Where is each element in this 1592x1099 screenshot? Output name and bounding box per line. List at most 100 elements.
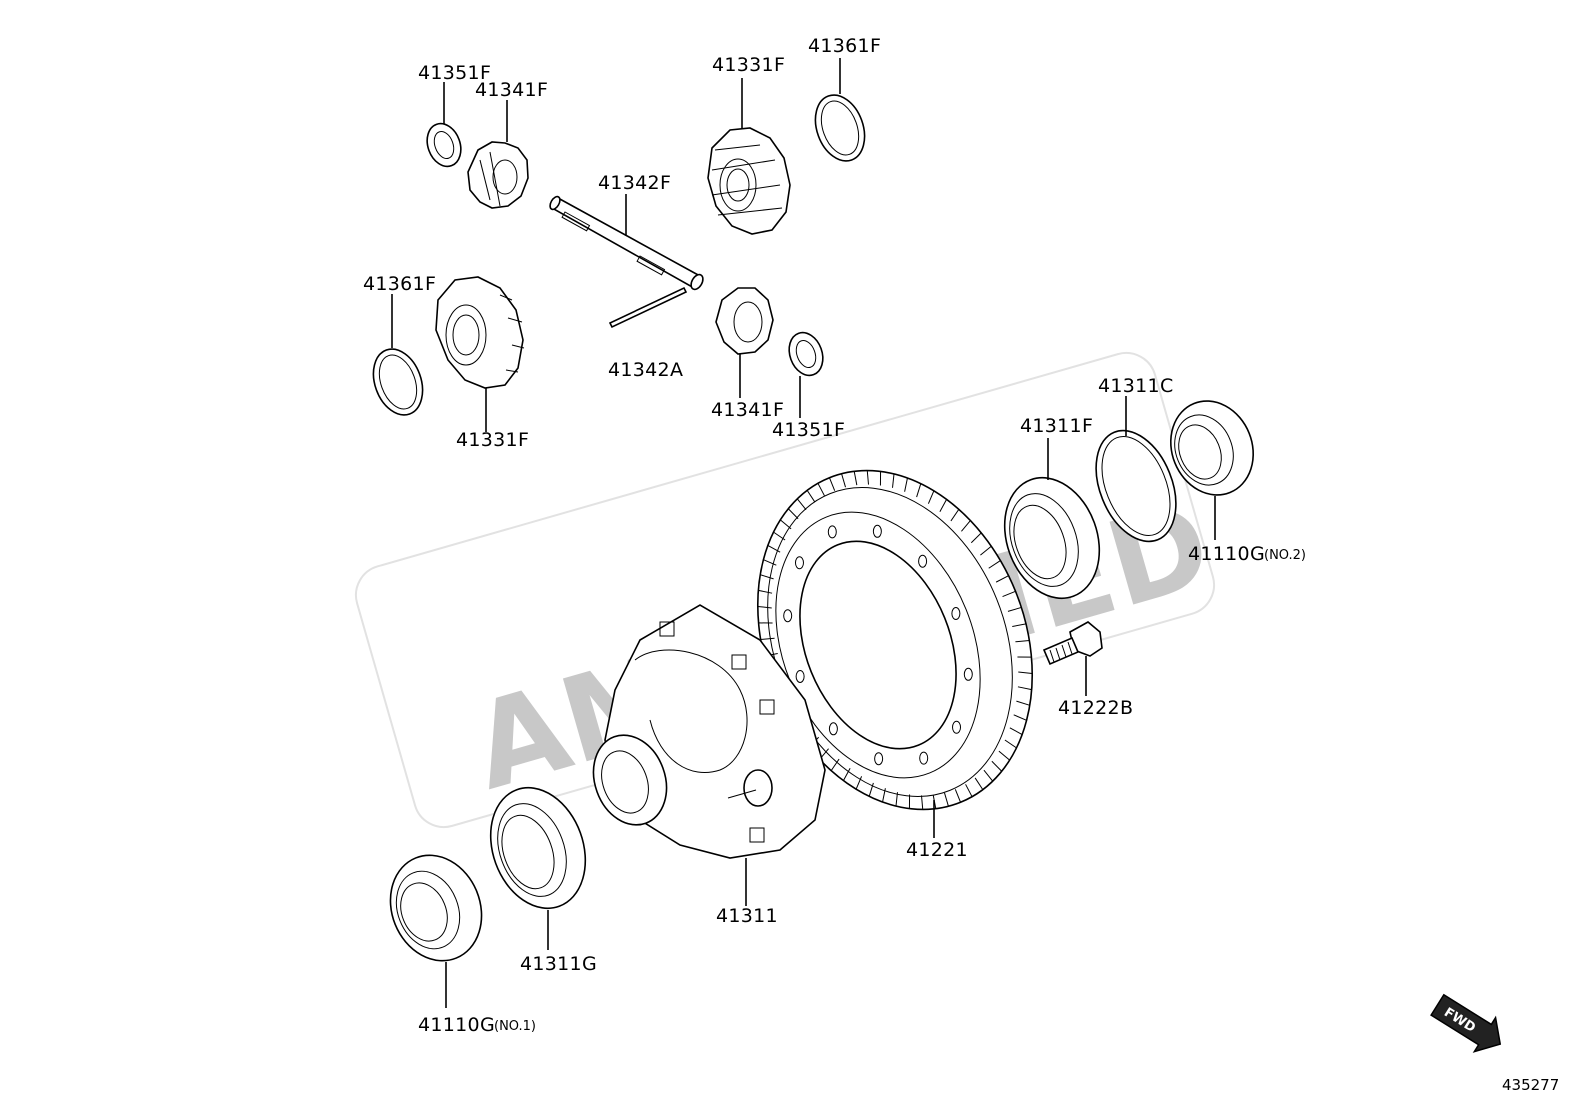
label-41110g-no1-suffix: (NO.1)	[494, 1019, 536, 1034]
ring-gear-tooth	[1018, 671, 1033, 675]
label-41110g-no2-suffix: (NO.2)	[1264, 548, 1306, 563]
ring-gear-tooth	[965, 784, 973, 797]
ring-gear-tooth	[767, 545, 781, 553]
ring-gear-tooth	[1013, 714, 1027, 721]
ring-gear-bolt-hole	[874, 752, 884, 766]
label-41351f-bottom[interactable]: 41351F	[772, 419, 845, 441]
ring-gear-tooth	[866, 470, 870, 485]
ring-gear-tooth	[961, 520, 971, 532]
ring-gear-tooth	[817, 483, 825, 496]
ring-gear-tooth	[998, 750, 1010, 761]
ring-gear-tooth	[988, 560, 1001, 569]
ring-gear-tooth	[758, 589, 773, 594]
pinion-gear-41341f-bottom[interactable]	[715, 287, 774, 355]
ring-gear-bolt-hole	[794, 556, 804, 570]
ring-gear-tooth	[892, 473, 895, 488]
ring-gear-tooth	[895, 792, 898, 807]
label-41351f-top[interactable]: 41351F	[418, 62, 491, 84]
ring-gear-tooth	[841, 473, 847, 488]
oil-seal-41110g-no1[interactable]	[375, 841, 497, 974]
label-41331f-left[interactable]: 41331F	[456, 429, 529, 451]
ring-gear-tooth	[806, 490, 816, 503]
ring-gear-tooth	[842, 768, 851, 781]
ring-gear-tooth	[1004, 739, 1017, 749]
tapered-bearing-41311g[interactable]	[475, 774, 602, 921]
pinion-gear-41341f-top[interactable]	[467, 141, 529, 209]
pin-41342a[interactable]	[608, 286, 688, 329]
ring-gear-tooth	[904, 477, 908, 492]
ring-gear-tooth	[920, 795, 924, 810]
ring-gear-tooth	[853, 471, 858, 486]
ring-gear-bolt-hole	[828, 722, 838, 736]
ring-gear-tooth	[916, 483, 922, 498]
ring-gear-tooth	[1012, 623, 1027, 627]
ring-gear-tooth	[760, 574, 774, 580]
ring-gear-tooth	[991, 760, 1003, 772]
ring-gear-tooth	[995, 575, 1009, 583]
shim-ring-41311c[interactable]	[1081, 419, 1191, 554]
label-41311c[interactable]: 41311C	[1098, 375, 1174, 397]
ring-gear-tooth	[974, 777, 984, 790]
ring-gear-tooth	[1002, 590, 1016, 598]
ring-gear-tooth	[855, 776, 863, 790]
label-41110g-no2[interactable]: 41110G	[1188, 543, 1265, 565]
oil-seal-41110g-no2[interactable]	[1157, 389, 1267, 508]
ring-gear-tooth	[927, 490, 935, 504]
label-41311g[interactable]: 41311G	[520, 953, 597, 975]
thrust-washer-41361f-left[interactable]	[365, 342, 431, 422]
side-gear-41331f-left[interactable]	[435, 276, 525, 389]
differential-case-41311[interactable]	[581, 604, 826, 859]
ring-gear-tooth	[773, 531, 786, 541]
washer-41351f-bottom[interactable]	[783, 328, 828, 380]
ring-gear-bolt-hole	[872, 524, 882, 538]
ring-gear-tooth	[780, 519, 792, 530]
ring-gear-bolt-hole	[952, 720, 962, 734]
ring-gear-41221[interactable]	[709, 429, 1081, 851]
ring-gear-tooth	[787, 508, 799, 520]
ring-gear-bolt-hole	[795, 669, 805, 683]
label-41341f-bottom[interactable]: 41341F	[711, 399, 784, 421]
label-41342a[interactable]: 41342A	[608, 359, 683, 381]
label-41311[interactable]: 41311	[716, 905, 778, 927]
thrust-washer-41361f-top[interactable]	[807, 88, 873, 168]
ring-gear-bolt-hole	[951, 607, 961, 621]
label-41311f[interactable]: 41311F	[1020, 415, 1093, 437]
ring-gear-tooth	[943, 792, 949, 807]
ring-gear-tooth	[882, 788, 886, 803]
tapered-bearing-41311f[interactable]	[989, 464, 1116, 611]
ring-gear-bolt-hole	[963, 667, 973, 681]
ring-gear-tooth	[757, 605, 772, 609]
ring-gear-bolt-holes	[783, 524, 973, 766]
ring-gear-bolt-hole	[783, 609, 793, 623]
label-41221[interactable]: 41221	[906, 839, 968, 861]
ring-gear-tooth	[1007, 606, 1022, 612]
ring-gear-tooth	[1017, 686, 1032, 691]
ring-gear-tooth	[796, 498, 807, 511]
ring-gear-bolt-hole	[918, 554, 928, 568]
ring-gear-tooth	[983, 769, 994, 782]
ring-gear-tooth	[868, 782, 874, 797]
ring-gear-tooth	[980, 545, 992, 556]
ring-gear-tooth	[950, 509, 960, 522]
ring-gear-tooth	[939, 499, 948, 512]
ring-gear-tooth	[1016, 700, 1030, 706]
ring-gear-tooth	[828, 477, 836, 491]
label-41222b[interactable]: 41222B	[1058, 697, 1133, 719]
ring-gear-tooth	[760, 637, 775, 640]
ring-gear-tooth	[970, 532, 982, 544]
label-41110g-no1[interactable]: 41110G	[418, 1014, 495, 1036]
forward-direction-arrow: FWD	[1430, 993, 1502, 1053]
label-41342f[interactable]: 41342F	[598, 172, 671, 194]
ring-gear-tooth	[1009, 727, 1023, 735]
pinion-shaft-41342f[interactable]	[548, 195, 705, 291]
bolt-41222b[interactable]	[1042, 621, 1103, 666]
label-41361f-left[interactable]: 41361F	[363, 273, 436, 295]
ring-gear-bolt-hole	[827, 525, 837, 539]
side-gear-41331f-top[interactable]	[707, 127, 791, 235]
washer-41351f-top[interactable]	[421, 119, 466, 171]
label-41341f-top[interactable]: 41341F	[475, 79, 548, 101]
label-41331f-top[interactable]: 41331F	[712, 54, 785, 76]
label-41361f-top[interactable]: 41361F	[808, 35, 881, 57]
